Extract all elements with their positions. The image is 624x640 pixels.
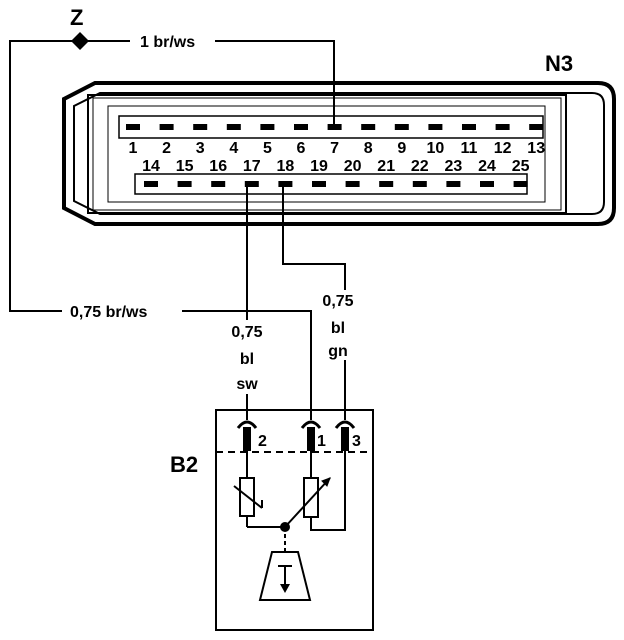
connector-pin-17	[244, 181, 259, 187]
top-wire-label: 1 br/ws	[140, 34, 195, 51]
connector-pin-5	[260, 124, 275, 130]
connector-pin-21	[379, 181, 394, 187]
terminal-1-label: 1	[317, 433, 326, 450]
wire18-color2: gn	[328, 343, 348, 360]
pin-number-10: 10	[427, 140, 445, 157]
splice-point	[71, 32, 89, 50]
connector-pins-bottom-row	[144, 181, 528, 187]
connector-pin-15	[177, 181, 192, 187]
pin-number-15: 15	[176, 158, 194, 175]
pin-number-20: 20	[344, 158, 362, 175]
terminal-2-label: 2	[258, 433, 267, 450]
pin-number-11: 11	[461, 140, 478, 157]
wire17-gauge: 0,75	[231, 324, 262, 341]
connector-pin-16	[211, 181, 226, 187]
connector-pin-4	[226, 124, 241, 130]
potentiometer	[280, 477, 331, 552]
connector-pin-24	[480, 181, 494, 187]
trim-resistor	[233, 477, 263, 517]
sensor-terminal-2	[236, 420, 258, 451]
pin-number-6: 6	[297, 140, 306, 157]
connector-pin-10	[428, 124, 443, 130]
pin-number-9: 9	[397, 140, 406, 157]
wire18-gauge: 0,75	[322, 293, 353, 310]
connector-pin-19	[312, 181, 326, 187]
connector-pin-18	[278, 181, 293, 187]
connector-pin-2	[159, 124, 174, 130]
connector-pin-20	[345, 181, 360, 187]
connector-pin-12	[495, 124, 510, 130]
connector-pin-14	[144, 181, 158, 187]
connector-pin-9	[394, 124, 409, 130]
pin-number-23: 23	[445, 158, 463, 175]
pin-number-13: 13	[527, 140, 545, 157]
pin-number-14: 14	[142, 158, 160, 175]
pin-number-21: 21	[377, 158, 395, 175]
pin-numbers-bottom-row: 14 15 16 17 18 19 20 21 22 23 24 25	[142, 158, 529, 175]
sensor-terminal-1	[300, 420, 322, 451]
pin-number-7: 7	[330, 140, 339, 157]
pin-number-24: 24	[478, 158, 496, 175]
wire17-color1: bl	[240, 351, 254, 368]
connector-pin-11	[462, 124, 476, 130]
wire18-color1: bl	[331, 320, 345, 337]
connector-pin-23	[446, 181, 461, 187]
pin-number-3: 3	[196, 140, 205, 157]
pin-number-1: 1	[129, 140, 138, 157]
pin-number-16: 16	[209, 158, 227, 175]
connector-pin-22	[412, 181, 427, 187]
sensor-b2: 2 1 3	[215, 409, 374, 631]
sensor-terminal-3	[334, 420, 356, 451]
pin-number-25: 25	[512, 158, 530, 175]
pin-number-2: 2	[162, 140, 171, 157]
connector-pin-8	[361, 124, 376, 130]
pin-number-8: 8	[364, 140, 373, 157]
pin-number-12: 12	[494, 140, 512, 157]
connector-pin-7	[327, 124, 342, 130]
ecu-label: N3	[545, 51, 573, 76]
pin-number-5: 5	[263, 140, 272, 157]
terminal-3-label: 3	[352, 433, 361, 450]
splice-label: Z	[70, 5, 83, 30]
connector-pins-top-row	[126, 124, 544, 130]
actuator-symbol	[258, 551, 312, 601]
pin-number-17: 17	[243, 158, 261, 175]
connector-pin-13	[529, 124, 544, 130]
pin-number-19: 19	[310, 158, 328, 175]
pin-number-4: 4	[229, 140, 238, 157]
connector-pin-1	[126, 124, 140, 130]
sensor-label: B2	[170, 452, 198, 477]
left-wire-label: 0,75 br/ws	[70, 304, 147, 321]
wire17-color2: sw	[236, 376, 258, 393]
pin-number-22: 22	[411, 158, 429, 175]
connector-pin-6	[294, 124, 308, 130]
pin-number-18: 18	[277, 158, 295, 175]
connector-pin-25	[513, 181, 528, 187]
connector-pin-3	[193, 124, 208, 130]
